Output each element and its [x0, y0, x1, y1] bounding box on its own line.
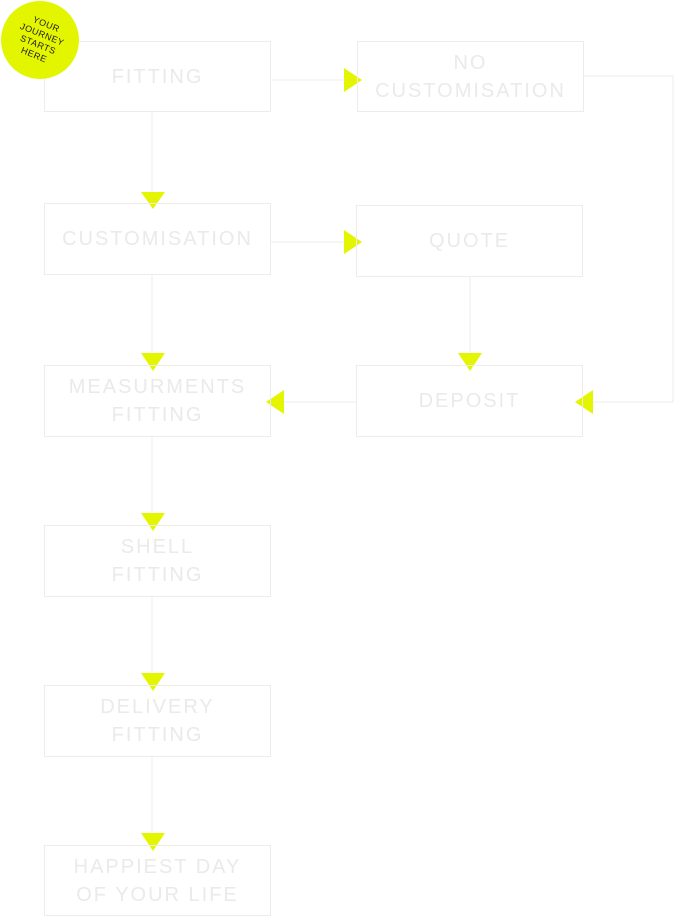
arrow-down-icon	[141, 192, 165, 209]
node-label: HAPPIEST DAY	[73, 855, 242, 878]
connector-no-customisation-to-deposit	[584, 75, 674, 403]
node-happiest-day: HAPPIEST DAY OF YOUR LIFE	[44, 845, 271, 916]
arrow-down-icon	[141, 513, 165, 531]
node-label: QUOTE	[428, 230, 511, 252]
node-label: DEPOSIT	[418, 390, 521, 412]
node-label: DELIVERY	[100, 696, 215, 718]
node-label: OF YOUR LIFE	[76, 883, 239, 906]
arrow-left-icon	[575, 390, 593, 414]
arrow-down-icon	[141, 673, 165, 691]
node-label: CUSTOMISATION	[375, 79, 566, 102]
arrow-down-icon	[458, 353, 482, 371]
node-label: FITTING	[111, 65, 204, 88]
journey-start-badge: YOUR JOURNEY STARTS HERE	[1, 1, 79, 79]
arrow-right-icon	[344, 68, 362, 92]
node-fitting: FITTING	[44, 41, 271, 112]
node-shell-fitting: SHELL FITTING	[44, 525, 271, 597]
node-quote: QUOTE	[356, 205, 583, 277]
node-label: NO	[453, 51, 488, 74]
node-no-customisation: NO CUSTOMISATION	[357, 41, 584, 112]
arrow-left-icon	[266, 390, 284, 414]
arrow-down-icon	[141, 353, 165, 371]
node-label: FITTING	[111, 724, 204, 746]
arrow-right-icon	[344, 230, 362, 254]
node-label: MEASURMENTS	[68, 376, 247, 398]
node-label: FITTING	[111, 404, 204, 426]
node-deposit: DEPOSIT	[356, 365, 583, 437]
node-delivery-fitting: DELIVERY FITTING	[44, 685, 271, 757]
node-customisation: CUSTOMISATION	[44, 203, 271, 275]
node-label: FITTING	[111, 564, 204, 586]
arrow-down-icon	[141, 833, 165, 851]
node-label: CUSTOMISATION	[62, 228, 253, 250]
node-measurments-fitting: MEASURMENTS FITTING	[44, 365, 271, 437]
node-label: SHELL	[120, 536, 195, 558]
